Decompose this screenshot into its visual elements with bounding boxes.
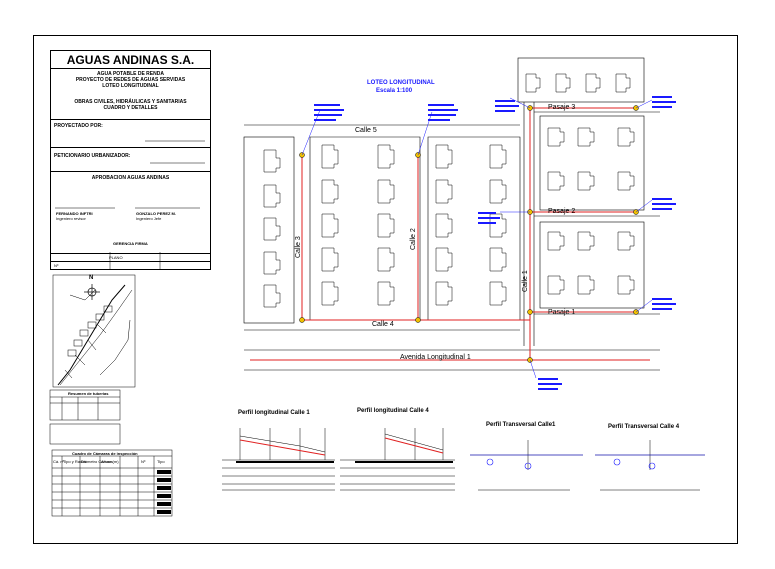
project-line-3: LOTEO LONGITUDINAL bbox=[102, 83, 159, 89]
location-map bbox=[52, 274, 136, 388]
profile-pipe-calle1 bbox=[239, 439, 326, 456]
camaras-header-1: Tipo y Radier bbox=[63, 459, 87, 464]
signer2-role: Ingeniero Jefe bbox=[136, 216, 162, 221]
camaras-header-0: Cá. nº bbox=[53, 459, 65, 464]
signer1-role: Ingeniero revisor bbox=[56, 216, 86, 221]
transversal-calle4-blue bbox=[595, 454, 705, 470]
signer2-name: GONZALO PEREZ M. bbox=[136, 211, 176, 216]
project-line-4: OBRAS CIVILES, HIDRÁULICAS Y SANITARIAS bbox=[74, 99, 187, 105]
plan-caption-title: LOTEO LONGITUDINAL bbox=[367, 80, 435, 86]
camaras-header-4: Nº bbox=[141, 459, 146, 464]
longitudinal-profile-calle4 bbox=[340, 428, 455, 491]
plan-caption-scale: Escala 1:100 bbox=[376, 88, 413, 94]
resumen-table bbox=[49, 389, 121, 445]
peticionario-label: PETICIONARIO URBANIZADOR: bbox=[54, 153, 131, 159]
camaras-header-2: Diámetro Cámara bbox=[81, 459, 113, 464]
profile-title-calle1: Perfil longitudinal Calle 1 bbox=[238, 410, 310, 416]
company-name: AGUAS ANDINAS S.A. bbox=[66, 53, 195, 67]
profile-pipe-calle4 bbox=[384, 437, 444, 454]
resumen-title: Resumen de tuberias bbox=[68, 391, 109, 396]
street-pasaje-3: Pasaje 3 bbox=[548, 104, 576, 111]
project-line-1: AGUA POTABLE DE RENDA bbox=[97, 71, 164, 77]
camaras-title: Cuadro de Cámaras de inspección bbox=[72, 451, 138, 456]
project-line-5: CUADRO Y DETALLES bbox=[103, 105, 158, 111]
street-calle-3: Calle 3 bbox=[295, 236, 302, 258]
camaras-header-3: Altura (m) bbox=[101, 459, 119, 464]
annotation-text-blocks bbox=[314, 96, 676, 390]
proyectado-por-label: PROYECTADO POR: bbox=[54, 123, 103, 129]
north-arrow bbox=[84, 284, 100, 300]
profile-header-bars bbox=[236, 461, 453, 463]
transversal-profile-calle4 bbox=[595, 440, 705, 491]
sheet-number-label: Nº bbox=[54, 263, 59, 268]
drawing-frame bbox=[33, 35, 738, 544]
plano-label: PLANO bbox=[109, 255, 123, 260]
project-line-2: PROYECTO DE REDES DE AGUAS SERVIDAS bbox=[75, 77, 186, 83]
manholes bbox=[299, 105, 639, 363]
transversal-profile-calle1 bbox=[470, 440, 583, 491]
street-calle-1: Calle 1 bbox=[522, 270, 529, 292]
longitudinal-profile-calle1 bbox=[222, 428, 335, 491]
firma-label: GERENCIA FIRMA bbox=[113, 241, 148, 246]
street-calle-5: Calle 5 bbox=[355, 127, 377, 134]
street-avenida: Avenida Longitudinal 1 bbox=[400, 354, 471, 361]
camaras-table bbox=[51, 449, 173, 517]
transversal-title-calle1: Perfil Transversal Calle1 bbox=[486, 422, 556, 428]
title-block: AGUAS ANDINAS S.A. AGUA POTABLE DE RENDA… bbox=[50, 50, 211, 270]
street-calle-4: Calle 4 bbox=[372, 321, 394, 328]
street-calle-2: Calle 2 bbox=[410, 228, 417, 250]
profile-title-calle4: Perfil longitudinal Calle 4 bbox=[357, 408, 429, 414]
camaras-header-5: Tipo bbox=[157, 459, 165, 464]
street-pasaje-2: Pasaje 2 bbox=[548, 208, 576, 215]
transversal-calle1-blue bbox=[470, 454, 583, 470]
signer1-name: FERNANDO INFTRI bbox=[56, 211, 93, 216]
street-pasaje-1: Pasaje 1 bbox=[548, 309, 576, 316]
annotation-leaders bbox=[301, 97, 653, 379]
house-lots bbox=[263, 73, 635, 308]
north-label: N bbox=[89, 275, 94, 281]
aprobacion-label: APROBACION AGUAS ANDINAS bbox=[91, 175, 170, 181]
transversal-title-calle4: Perfil Transversal Calle 4 bbox=[608, 424, 680, 430]
